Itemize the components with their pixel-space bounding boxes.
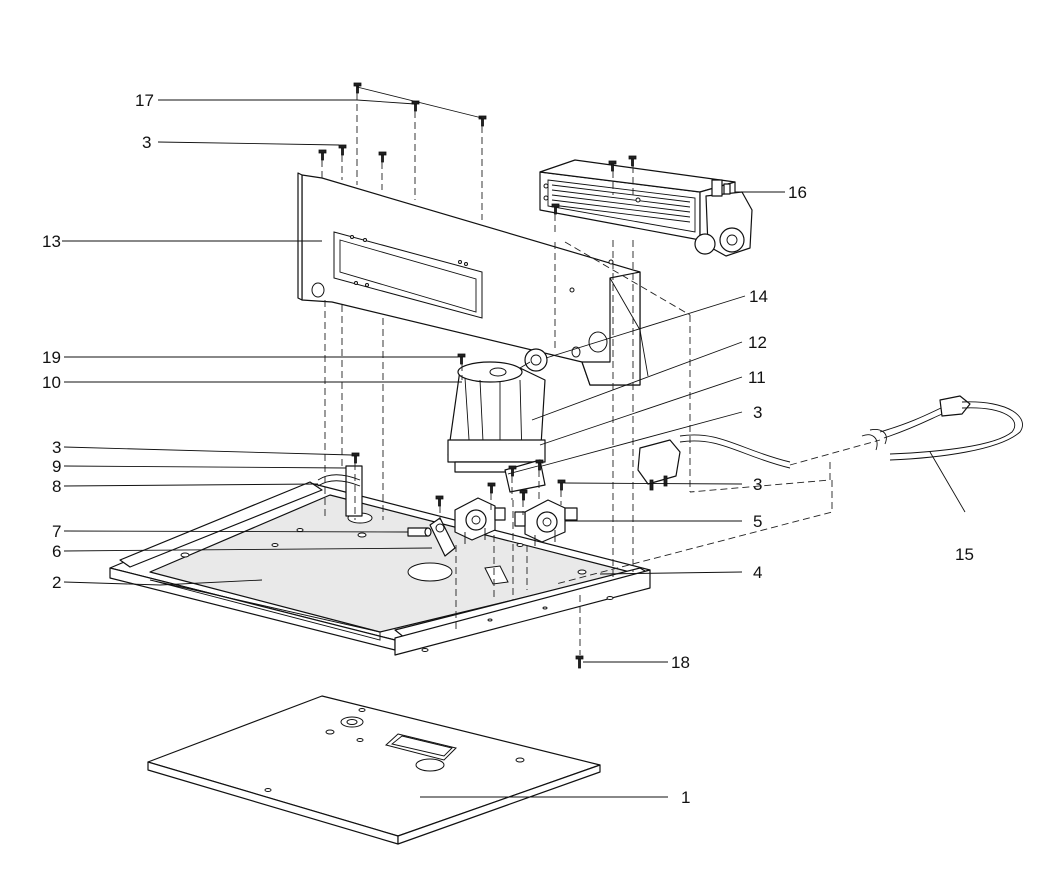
- callout-3-right-lower: 3: [753, 475, 762, 494]
- callout-10: 10: [42, 373, 61, 392]
- screw-3-right-b: [557, 479, 566, 491]
- part-10-pump-body: [447, 361, 546, 473]
- callout-6: 6: [52, 542, 61, 561]
- callout-7: 7: [52, 522, 61, 541]
- callout-8: 8: [52, 477, 61, 496]
- leader-lines: [62, 86, 966, 798]
- assembly-guide-lines: [321, 93, 833, 655]
- part-15-power-cord: [637, 395, 1023, 493]
- screw-fan-b: [628, 155, 637, 167]
- part-14-pressure-switch: [519, 348, 548, 372]
- part-16-crossflow-fan: [539, 159, 753, 257]
- callout-19: 19: [42, 348, 61, 367]
- callout-4: 4: [753, 563, 762, 582]
- part-6-mount-bracket: [429, 517, 456, 557]
- callout-labels: 17 3 13 16 14 19 12 10 11 3 3 9 3 8 5 7 …: [42, 91, 974, 807]
- callout-9: 9: [52, 457, 61, 476]
- screw-fan-a: [608, 160, 617, 172]
- part-8-9-bracket: [317, 465, 363, 517]
- part-5-solenoid-valve-left: [454, 497, 506, 544]
- screw-18: [575, 655, 584, 669]
- callout-3-top: 3: [142, 133, 151, 152]
- screw-valve-c: [508, 465, 517, 477]
- screw-3-top-a: [338, 144, 347, 156]
- callout-13: 13: [42, 232, 61, 251]
- screw-valve-a: [435, 495, 444, 507]
- callout-2: 2: [52, 573, 61, 592]
- screw-3-top-c: [378, 151, 387, 163]
- part-5-solenoid-valve-right: [514, 499, 578, 546]
- callout-3-right-upper: 3: [753, 403, 762, 422]
- screws: [318, 82, 637, 669]
- callout-14: 14: [749, 287, 768, 306]
- part-2-chassis-pan: [109, 481, 651, 656]
- part-7-fitting: [407, 527, 432, 537]
- part-1-base-plate: [147, 695, 601, 845]
- screw-fan-c: [551, 203, 560, 215]
- callout-18: 18: [671, 653, 690, 672]
- callout-1: 1: [681, 788, 690, 807]
- screw-3-right-a: [535, 459, 544, 471]
- screw-3-top-b: [318, 149, 327, 161]
- part-13-rear-panel: [297, 172, 649, 386]
- callout-16: 16: [788, 183, 807, 202]
- callout-15: 15: [955, 545, 974, 564]
- callout-3-left: 3: [52, 438, 61, 457]
- screw-19: [457, 353, 466, 365]
- screw-valve-b: [487, 482, 496, 494]
- screw-valve-d: [519, 489, 528, 501]
- callout-17: 17: [135, 91, 154, 110]
- callout-5: 5: [753, 512, 762, 531]
- callout-11: 11: [748, 368, 766, 387]
- callout-12: 12: [748, 333, 767, 352]
- screw-17a: [353, 82, 362, 94]
- screw-3-mid: [351, 452, 360, 464]
